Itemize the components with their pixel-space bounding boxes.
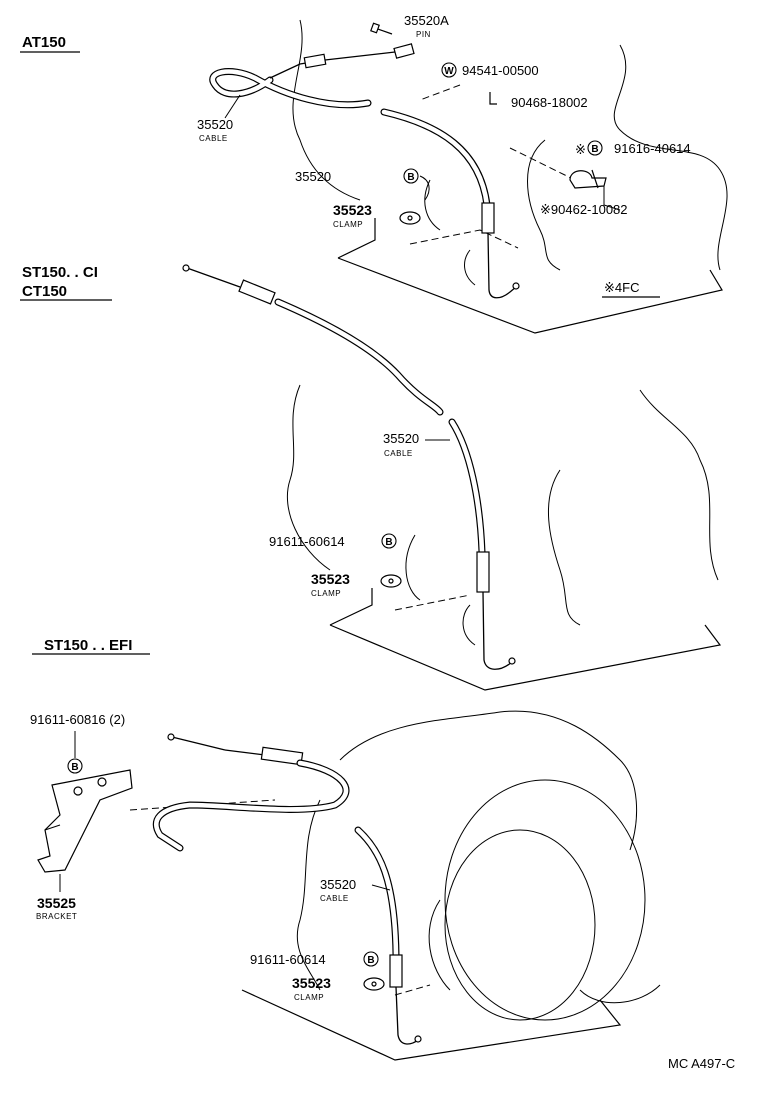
- washer-symbol-icon: [441, 62, 457, 78]
- label-cable-part: 35520: [383, 431, 419, 446]
- section-at150: AT150: [20, 13, 728, 334]
- label-cable-caption: CABLE: [199, 134, 228, 143]
- label-washer-part: 94541-00500: [462, 63, 539, 78]
- pin-icon: [370, 22, 393, 35]
- label-cable-caption: CABLE: [320, 894, 349, 903]
- bracket-bolt-symbol-icon: [67, 758, 83, 774]
- cable-st150-efi: [152, 733, 422, 1045]
- label-clamp-part: 35523: [311, 571, 350, 587]
- bolt-b-symbol-icon: [587, 140, 603, 156]
- label-cable-part: 35520: [320, 877, 356, 892]
- label-cable-part: 35520: [295, 169, 331, 184]
- bolt-symbol-icon: [363, 951, 379, 967]
- label-bolt-part: 91611-60614: [250, 952, 326, 967]
- label-bracket-bolt-part: 91611-60816 (2): [30, 712, 125, 727]
- diagram-id: MC A497-C: [668, 1056, 735, 1071]
- label-bracket-bolt-symbol: B: [71, 762, 78, 773]
- label-retainer-part: ※90462-10082: [540, 202, 628, 217]
- section-title-at150: AT150: [22, 34, 66, 51]
- label-clamp-caption: CLAMP: [311, 589, 341, 598]
- bracket-icon: [37, 769, 133, 873]
- section-title-st150-efi: ST150 . . EFI: [44, 637, 132, 654]
- clamp-icon: [399, 211, 421, 225]
- label-pin-caption: PIN: [416, 30, 431, 39]
- label-clamp-part: 35523: [333, 202, 372, 218]
- clamp-icon: [380, 574, 402, 588]
- label-bolt-b-mark: ※: [575, 142, 586, 157]
- transmission-outline: [129, 710, 661, 1061]
- label-bolt-b-part: 91616-40614: [614, 141, 691, 156]
- label-cable-caption: CABLE: [384, 449, 413, 458]
- clamp-icon: [363, 977, 385, 991]
- section-title-st150-ci: ST150. . CI: [22, 264, 98, 281]
- bolt-symbol-icon: [381, 533, 397, 549]
- label-clamp-caption: CLAMP: [333, 220, 363, 229]
- label-bolt-part: 91611-60614: [269, 534, 345, 549]
- label-clamp-part: 35523: [292, 975, 331, 991]
- cable-st150-ci: [182, 264, 516, 670]
- label-washer-symbol: W: [444, 66, 454, 77]
- label-bolt-symbol: B: [367, 955, 374, 966]
- label-bolt-symbol: B: [407, 172, 414, 183]
- clip-icon: [489, 92, 497, 105]
- label-bolt-symbol: B: [385, 537, 392, 548]
- transmission-outline: [292, 19, 728, 334]
- label-bracket-caption: BRACKET: [36, 912, 77, 921]
- section-st150-ci: ST150. . CI CT150 35520 CABLE: [20, 264, 722, 691]
- transmission-outline: [286, 384, 722, 691]
- cable-at150: [209, 43, 520, 299]
- label-clip-part: 90468-18002: [511, 95, 588, 110]
- label-bolt-b-symbol: B: [591, 144, 598, 155]
- section-st150-efi: ST150 . . EFI 91611-60816 (2) B 35525 B: [30, 637, 661, 1061]
- label-cable-part-main: 35520: [197, 117, 233, 132]
- retainer-icon: [569, 169, 621, 211]
- label-engine-note: ※4FC: [604, 280, 639, 295]
- label-clamp-caption: CLAMP: [294, 993, 324, 1002]
- label-bracket-part: 35525: [37, 895, 76, 911]
- bolt-symbol-icon: [403, 168, 419, 184]
- section-title-ct150: CT150: [22, 283, 67, 300]
- label-pin-part: 35520A: [404, 13, 449, 28]
